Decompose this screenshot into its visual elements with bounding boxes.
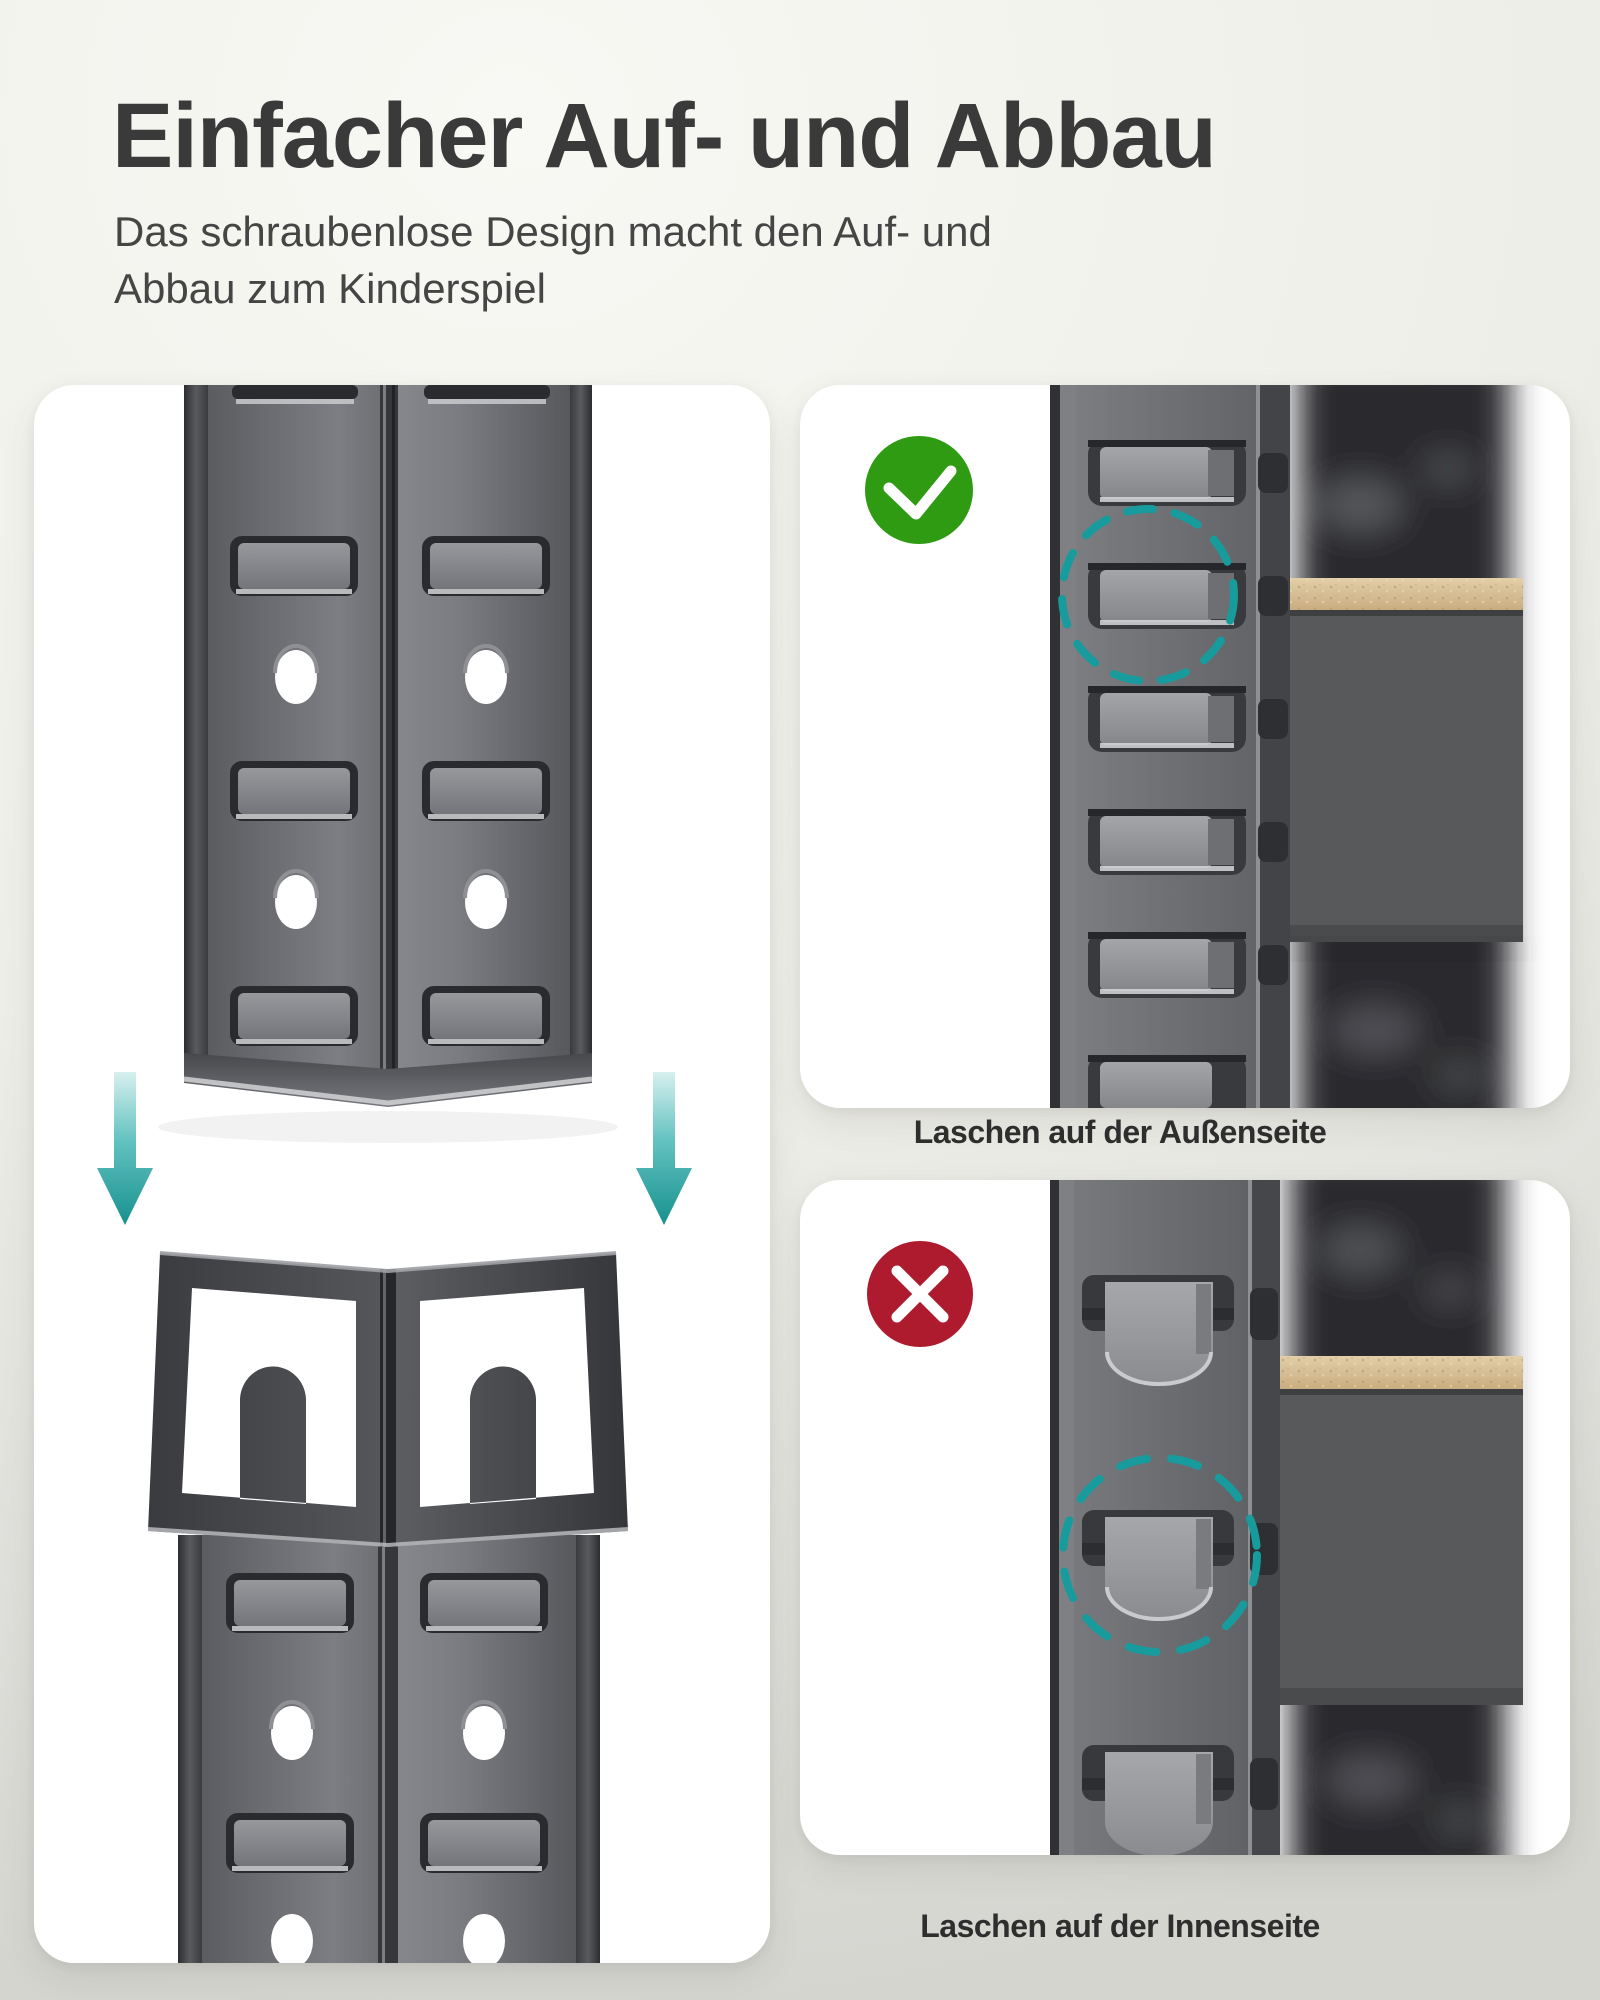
upper-post-illustration — [158, 385, 618, 1143]
page-subtitle: Das schraubenlose Design macht den Auf- … — [114, 203, 1512, 317]
subtitle-line-2: Abbau zum Kinderspiel — [114, 264, 546, 312]
caption-inner-tabs: Laschen auf der Innenseite — [920, 1908, 1320, 1944]
post-outer-tabs — [1050, 385, 1290, 1108]
correct-example-panel — [800, 385, 1570, 1108]
dashed-circle-icon — [1058, 505, 1238, 685]
upper-post-slots-right — [422, 536, 550, 1046]
shelf-board — [1246, 578, 1523, 956]
inner-tabs-illustration — [867, 1180, 1523, 1855]
upper-post-slots-left — [230, 536, 358, 1046]
lower-post-illustration — [178, 1535, 600, 1963]
connector-sleeve-illustration — [147, 1251, 629, 1548]
incorrect-example-panel — [800, 1180, 1570, 1855]
down-arrow-icon-left — [97, 1072, 153, 1225]
inner-tab-group-highlighted — [1082, 1510, 1278, 1621]
check-icon — [865, 436, 973, 544]
shelf-board — [1250, 1356, 1523, 1705]
outer-tab-group — [1088, 440, 1288, 506]
inner-tab-group — [1082, 1745, 1278, 1855]
subtitle-line-1: Das schraubenlose Design macht den Auf- … — [114, 207, 992, 255]
dashed-circle-icon — [1059, 1454, 1261, 1656]
down-arrow-icon-right — [636, 1072, 692, 1225]
outer-tabs-illustration — [865, 385, 1523, 1108]
caption-outer-tabs: Laschen auf der Außenseite — [913, 1114, 1327, 1150]
assembly-illustration — [97, 385, 692, 1963]
post-inner-tabs — [1050, 1180, 1280, 1855]
inner-tab-group — [1082, 1275, 1278, 1386]
assembly-panel — [34, 385, 770, 1963]
page-title: Einfacher Auf- und Abbau — [112, 85, 1217, 187]
cross-icon — [867, 1241, 973, 1347]
header: Einfacher Auf- und Abbau Das schraubenlo… — [112, 88, 1512, 317]
